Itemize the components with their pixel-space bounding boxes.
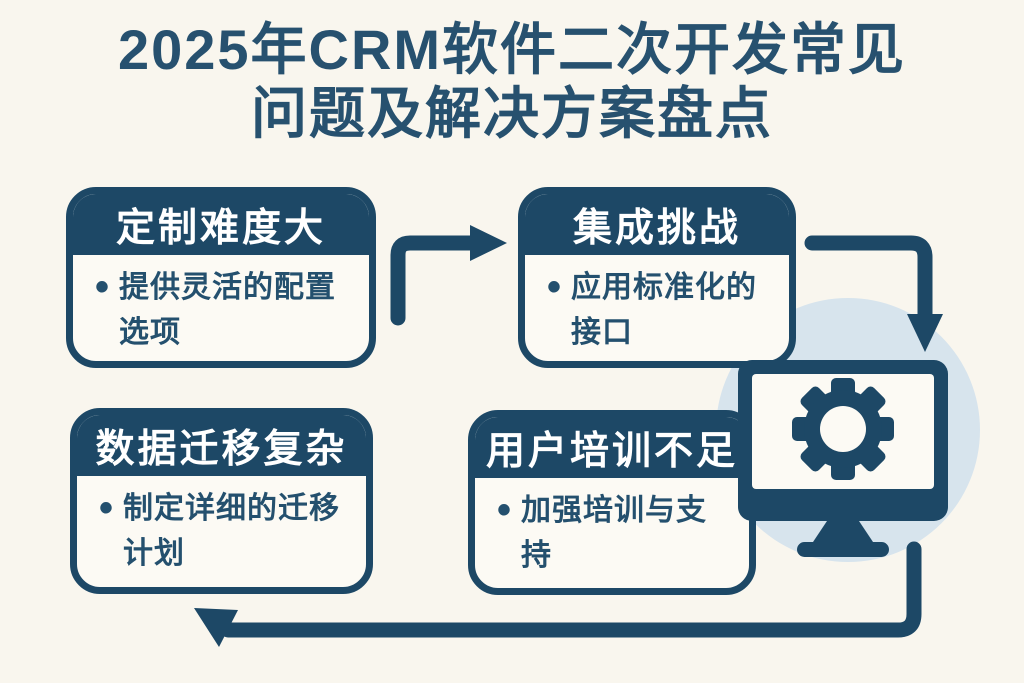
card-header: 定制难度大 (73, 194, 369, 255)
solution-item: • 应用标准化的 接口 (525, 255, 789, 355)
flow-arrow-right-icon (390, 225, 507, 326)
solution-text: 加强培训与支 持 (521, 494, 708, 572)
solution-item: • 制定详细的迁移 计划 (77, 476, 366, 576)
solution-text: 应用标准化的 接口 (571, 271, 758, 349)
solution-text: 提供灵活的配置 选项 (119, 271, 337, 349)
problem-card-training: 用户培训不足 • 加强培训与支 持 (468, 410, 756, 595)
bullet-dot-icon: • (547, 265, 562, 309)
card-header: 集成挑战 (525, 194, 789, 255)
card-header: 用户培训不足 (475, 417, 749, 478)
problem-card-integration: 集成挑战 • 应用标准化的 接口 (518, 187, 796, 368)
solution-text: 制定详细的迁移 计划 (123, 492, 341, 570)
bullet-dot-icon: • (99, 486, 114, 530)
bullet-dot-icon: • (497, 488, 512, 532)
solution-item: • 提供灵活的配置 选项 (73, 255, 369, 355)
page-title: 2025年CRM软件二次开发常见 问题及解决方案盘点 (117, 18, 907, 145)
bullet-dot-icon: • (95, 265, 110, 309)
problem-card-migration: 数据迁移复杂 • 制定详细的迁移 计划 (70, 408, 373, 594)
card-header: 数据迁移复杂 (77, 415, 366, 476)
problem-card-customization: 定制难度大 • 提供灵活的配置 选项 (66, 187, 376, 368)
solution-item: • 加强培训与支 持 (475, 478, 749, 578)
